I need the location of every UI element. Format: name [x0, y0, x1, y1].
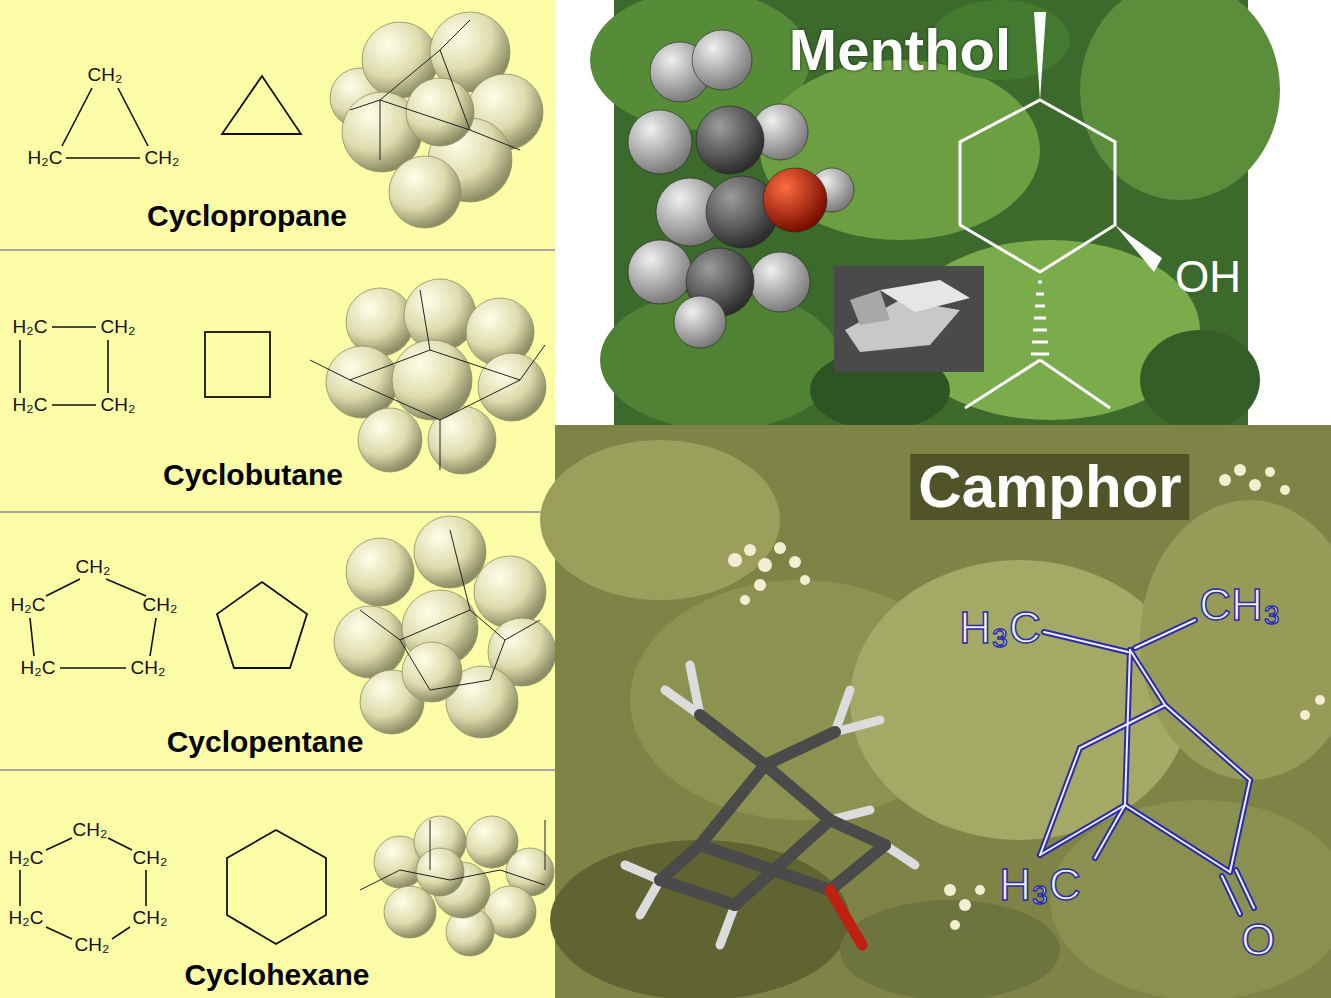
molecule-panel: Cyclopropane [0, 0, 555, 250]
camphor-photo [540, 425, 1331, 998]
photo-panel: Menthol [614, 0, 1248, 425]
model-wireframe [310, 20, 545, 890]
menthol-crystals [834, 266, 984, 372]
molecule-name: Cyclopentane [167, 725, 364, 758]
group-label: H₂C [9, 848, 44, 869]
atom-label: OH [1175, 253, 1241, 301]
panel-ground [0, 0, 555, 998]
molecule-name: Cyclobutane [163, 458, 343, 491]
group-label: H₂C [28, 148, 63, 169]
group-label: H₂C [21, 658, 56, 679]
atom-label: H₃C [999, 861, 1080, 909]
molecule-name: Cyclopropane [147, 199, 347, 232]
hashed-bond [1031, 282, 1049, 354]
menthol-skeletal-formula [960, 100, 1115, 408]
group-label: CH₂ [75, 935, 110, 956]
group-label: CH₂ [101, 317, 136, 338]
group-label: CH₂ [133, 908, 168, 929]
group-label: CH₂ [131, 658, 166, 679]
group-label: H₂C [11, 595, 46, 616]
molecule-panel: Cyclohexane [0, 771, 555, 998]
molecule-name: Cyclohexane [184, 958, 369, 991]
group-label: CH₂ [143, 595, 178, 616]
atom-label: H₃C [959, 604, 1040, 652]
group-label: CH₂ [88, 65, 123, 86]
atom-label: O [1241, 916, 1275, 964]
molecule-name: Menthol [789, 18, 1011, 82]
group-label: CH₂ [101, 395, 136, 416]
molecule-panel: Cyclopentane [0, 513, 555, 769]
space-filling-models [326, 12, 556, 956]
group-label: CH₂ [145, 148, 180, 169]
molecule-name: Camphor [910, 454, 1189, 520]
group-label: H₂C [9, 908, 44, 929]
group-label: CH₂ [76, 557, 111, 578]
molecule-panel: Cyclobutane [0, 251, 555, 511]
formula-bonds [20, 88, 156, 939]
group-label: H₂C [13, 395, 48, 416]
panel-separators [0, 250, 555, 770]
atom-label: CH₃ [1199, 581, 1280, 629]
camphor-flowers [728, 464, 1325, 930]
group-label: H₂C [13, 317, 48, 338]
group-label: CH₂ [133, 848, 168, 869]
group-label: CH₂ [73, 820, 108, 841]
stereo-bonds [1034, 12, 1162, 272]
photo-panel: Camphor [555, 425, 1331, 998]
camphor-ball-and-stick-model [625, 665, 915, 945]
mint-photo [590, 0, 1280, 430]
